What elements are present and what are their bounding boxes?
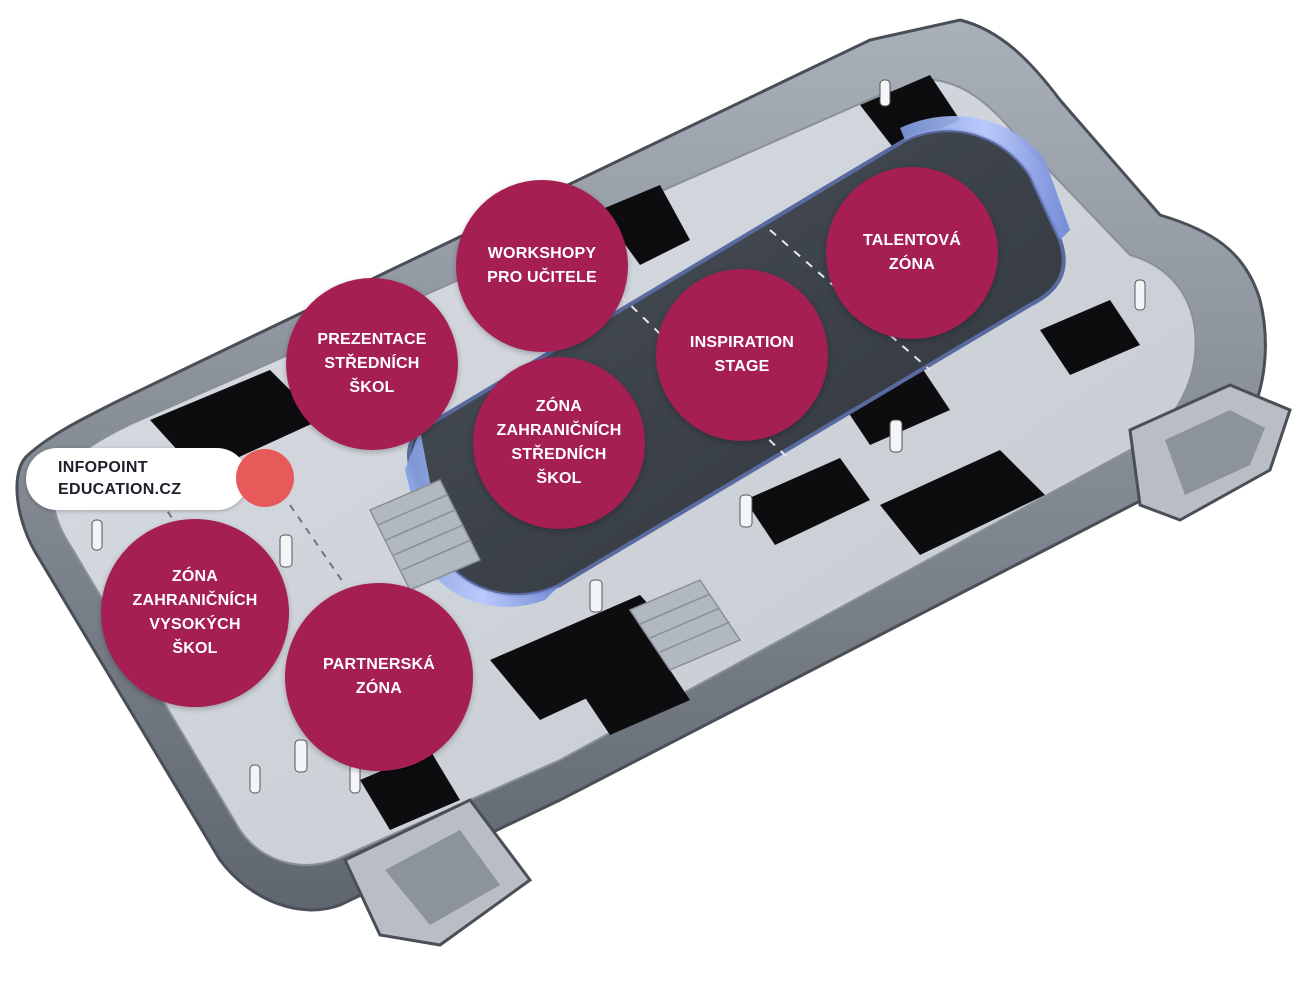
- zone-label-line: ZÓNA: [535, 398, 583, 415]
- infopoint-marker[interactable]: [236, 449, 294, 507]
- zone-inspiration-stage[interactable]: INSPIRATION STAGE: [656, 269, 828, 441]
- right-annex: [1128, 383, 1292, 522]
- zone-label-line: ŠKOL: [536, 470, 582, 487]
- zone-label-line: TALENTOVÁ: [862, 232, 962, 249]
- infopoint-label[interactable]: INFOPOINT EDUCATION.CZ: [26, 448, 248, 510]
- zone-label-line: ŠKOL: [172, 640, 218, 657]
- zone-label-line: STŘEDNÍCH: [511, 446, 607, 463]
- zone-talentova-zona[interactable]: TALENTOVÁ ZÓNA: [826, 167, 998, 339]
- zone-label-line: INSPIRATION: [689, 334, 795, 351]
- zone-label-line: STAGE: [714, 358, 770, 375]
- zone-label-line: ŠKOL: [349, 379, 395, 396]
- zone-workshopy-pro-ucitele[interactable]: WORKSHOPY PRO UČITELE: [456, 180, 628, 352]
- zone-label-line: WORKSHOPY: [487, 245, 597, 262]
- zone-label-line: STŘEDNÍCH: [324, 355, 420, 372]
- columns: [91, 79, 1146, 794]
- service-blocks: [150, 75, 1140, 830]
- zone-label-line: ZÓNA: [171, 568, 219, 585]
- zone-label-line: PARTNERSKÁ: [323, 656, 435, 673]
- zone-label-line: VYSOKÝCH: [149, 616, 241, 633]
- zone-partnerska-zona[interactable]: PARTNERSKÁ ZÓNA: [285, 583, 473, 771]
- zone-label-line: PRO UČITELE: [487, 269, 597, 286]
- zone-label-line: ZAHRANIČNÍCH: [496, 422, 622, 439]
- lower-annex: [343, 798, 533, 947]
- zone-label-line: ZÓNA: [888, 256, 936, 273]
- zone-label-line: ZAHRANIČNÍCH: [132, 592, 258, 609]
- zone-label-line: PREZENTACE: [317, 331, 427, 348]
- zone-label-line: ZÓNA: [355, 680, 403, 697]
- zone-zahranicni-vysoke-skoly[interactable]: ZÓNA ZAHRANIČNÍCH VYSOKÝCH ŠKOL: [101, 519, 289, 707]
- stairs: [368, 479, 742, 671]
- infopoint-label-line: INFOPOINT: [58, 459, 148, 476]
- zone-zahranicni-stredni-skoly[interactable]: ZÓNA ZAHRANIČNÍCH STŘEDNÍCH ŠKOL: [473, 357, 645, 529]
- zone-prezentace-strednich-skol[interactable]: PREZENTACE STŘEDNÍCH ŠKOL: [286, 278, 458, 450]
- infopoint-label-line: EDUCATION.CZ: [58, 481, 182, 498]
